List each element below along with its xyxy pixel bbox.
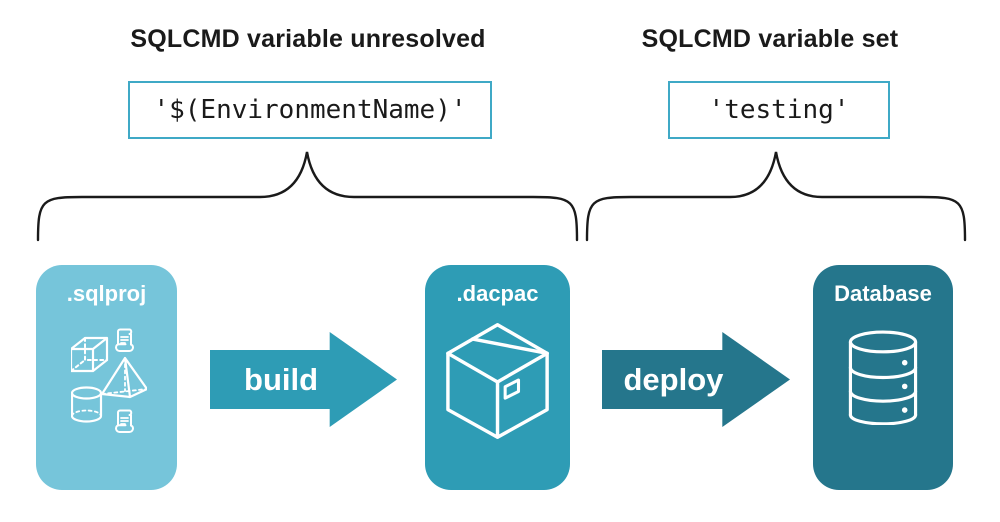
left-brace: [36, 151, 579, 242]
code-box-testing-value: 'testing': [668, 81, 890, 139]
brace-group: [36, 151, 967, 242]
script-scroll-icon: [114, 328, 134, 352]
heading-sqlcmd-unresolved: SQLCMD variable unresolved: [130, 25, 486, 53]
cube-icon: [70, 336, 108, 373]
package-box-icon: [445, 323, 549, 439]
deploy-label: deploy: [623, 361, 724, 397]
cylinder-icon: [70, 386, 102, 423]
schema-objects-icon: [70, 328, 147, 433]
dacpac-label: .dacpac: [456, 281, 539, 306]
code-box-environment-variable: '$(EnvironmentName)': [128, 81, 492, 139]
deploy-arrow: deploy: [602, 332, 790, 427]
database-card: Database: [813, 265, 953, 490]
sqlproj-label: .sqlproj: [66, 281, 147, 306]
heading-sqlcmd-set: SQLCMD variable set: [641, 25, 899, 53]
script-scroll-icon: [114, 409, 134, 433]
code-environment-variable: '$(EnvironmentName)': [153, 95, 467, 125]
build-arrow: build: [210, 332, 397, 427]
right-brace: [585, 151, 967, 242]
sqlproj-card: .sqlproj: [36, 265, 177, 490]
build-label: build: [244, 361, 319, 397]
code-testing-value: 'testing': [708, 95, 850, 125]
pyramid-icon: [100, 356, 147, 399]
dacpac-card: .dacpac: [425, 265, 570, 490]
database-label: Database: [834, 281, 932, 306]
database-cylinder-icon: [848, 330, 918, 425]
